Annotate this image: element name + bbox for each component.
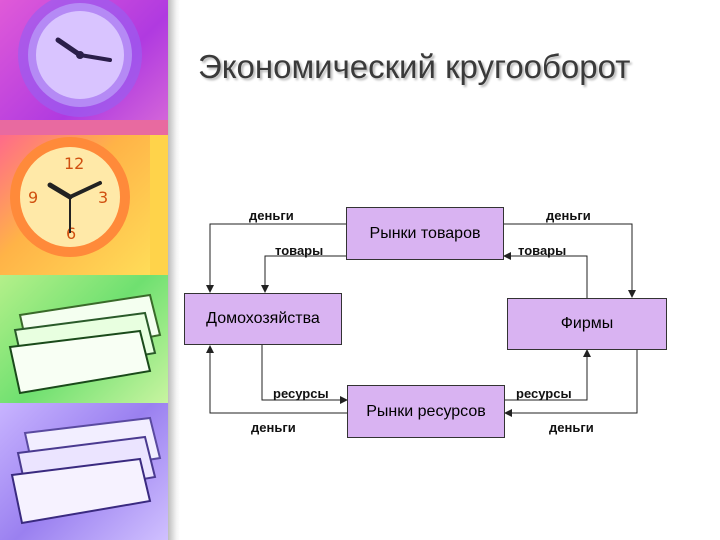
flow-label-top-right-goods: товары bbox=[518, 243, 567, 258]
flow-label-top-left-money: деньги bbox=[249, 208, 294, 223]
svg-text:6: 6 bbox=[66, 224, 76, 243]
arrow-bottom-right-resources bbox=[504, 349, 591, 401]
clock-icon bbox=[0, 0, 168, 135]
flow-label-top-left-goods: товары bbox=[275, 243, 324, 258]
orange-clock-image: 12 3 6 9 bbox=[0, 135, 168, 275]
svg-text:12: 12 bbox=[64, 154, 84, 173]
arrow-top-right-goods bbox=[503, 252, 588, 298]
sidebar-shadow bbox=[168, 0, 180, 540]
purple-papers-image bbox=[0, 403, 168, 540]
flow-label-bottom-right-resources: ресурсы bbox=[516, 386, 572, 401]
arrow-bottom-right-money bbox=[504, 350, 638, 417]
page-title: Экономический кругооборот bbox=[198, 48, 631, 85]
arrow-bottom-left-resources bbox=[261, 345, 348, 404]
svg-text:3: 3 bbox=[98, 188, 108, 207]
arrow-top-right-money bbox=[503, 223, 636, 298]
flow-label-bottom-left-resources: ресурсы bbox=[273, 386, 329, 401]
resource-market-box: Рынки ресурсов bbox=[347, 385, 505, 438]
clock-icon: 12 3 6 9 bbox=[10, 135, 168, 275]
flow-label-top-right-money: деньги bbox=[546, 208, 591, 223]
arrow-top-left-money bbox=[206, 223, 346, 293]
arrow-bottom-left-money bbox=[206, 345, 347, 414]
papers-icon bbox=[10, 416, 162, 525]
firms-box: Фирмы bbox=[507, 298, 667, 350]
households-box: Домохозяйства bbox=[184, 293, 342, 345]
papers-icon bbox=[8, 293, 162, 395]
arrow-top-left-goods bbox=[261, 255, 346, 293]
green-papers-image bbox=[0, 275, 168, 403]
goods-market-box: Рынки товаров bbox=[346, 207, 504, 260]
flow-label-bottom-left-money: деньги bbox=[251, 420, 296, 435]
flow-label-bottom-right-money: деньги bbox=[549, 420, 594, 435]
purple-clock-image bbox=[0, 0, 168, 135]
svg-text:9: 9 bbox=[28, 188, 38, 207]
decorative-sidebar: 12 3 6 9 bbox=[0, 0, 168, 540]
